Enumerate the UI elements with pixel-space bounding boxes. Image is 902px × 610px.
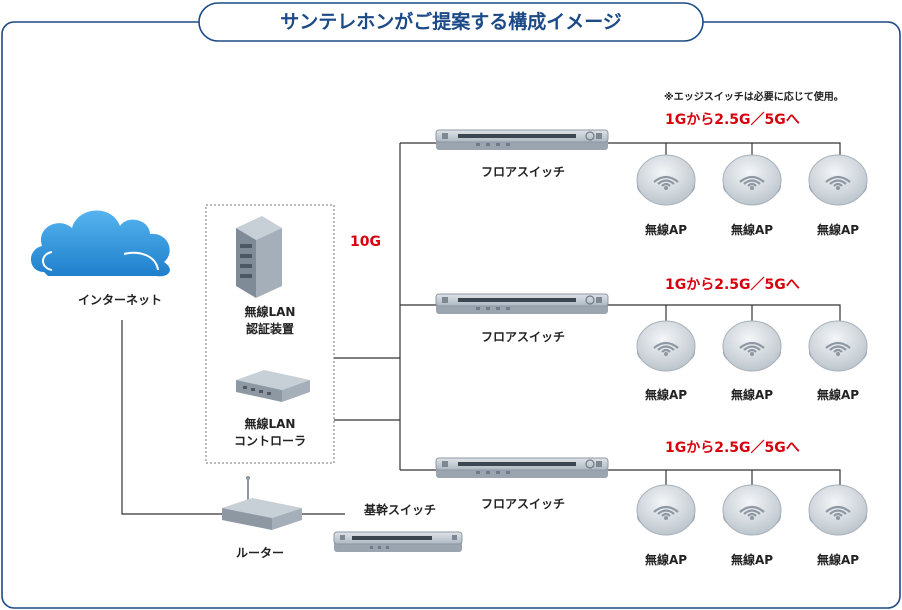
floor-switch-2-label: フロアスイッチ [480,330,565,344]
ap-3-3-icon [807,483,869,537]
auth-label-line2: 認証装置 [245,322,294,336]
ap-3-1-label: 無線AP [644,553,688,567]
ap-3-3-label: 無線AP [816,553,860,567]
page-title: サンテレホンがご提案する構成イメージ [280,11,622,33]
router-icon [222,476,302,530]
edge-switch-note: ※エッジスイッチは必要に応じて使用。 [664,92,844,103]
ap-2-3-label: 無線AP [816,388,860,402]
router-label: ルーター [235,546,284,560]
floor-switch-3-label: フロアスイッチ [480,497,565,511]
floor-switch-2-icon [435,293,609,315]
ap-1-1-icon [635,153,697,207]
ap-2-2-label: 無線AP [730,388,774,402]
ap-1-1-label: 無線AP [644,223,688,237]
ap-2-3-icon [807,319,869,373]
cloud-icon [30,210,170,277]
floor-switch-3-speed: 1Gから2.5G／5Gへ [665,440,800,456]
ap-3-1-icon [635,483,697,537]
ap-1-2-label: 無線AP [730,223,774,237]
floor-switch-2-speed: 1Gから2.5G／5Gへ [665,277,800,293]
floor-switch-1-icon [435,129,609,151]
server-icon [236,216,282,298]
core-switch-label: 基幹スイッチ [363,503,436,517]
ap-1-2-icon [721,153,783,207]
ap-1-3-label: 無線AP [816,223,860,237]
floor-switch-3-icon [435,457,609,479]
ap-3-2-label: 無線AP [730,553,774,567]
ap-2-1-label: 無線AP [644,388,688,402]
controller-icon [236,370,310,402]
internet-label: インターネット [77,293,162,307]
ap-2-1-icon [635,319,697,373]
title-capsule [198,2,704,42]
core-switch-icon [333,531,463,552]
controller-label-line1: 無線LAN [244,417,296,431]
ap-2-2-icon [721,319,783,373]
floor-switch-1-label: フロアスイッチ [480,165,565,179]
ap-3-2-icon [721,483,783,537]
uplink-speed-label: 10G [350,234,381,250]
ap-1-3-icon [807,153,869,207]
auth-label-line1: 無線LAN [244,305,296,319]
controller-label-line2: コントローラ [233,434,306,448]
floor-switch-1-speed: 1Gから2.5G／5Gへ [665,112,800,128]
device-group-box [205,204,335,464]
